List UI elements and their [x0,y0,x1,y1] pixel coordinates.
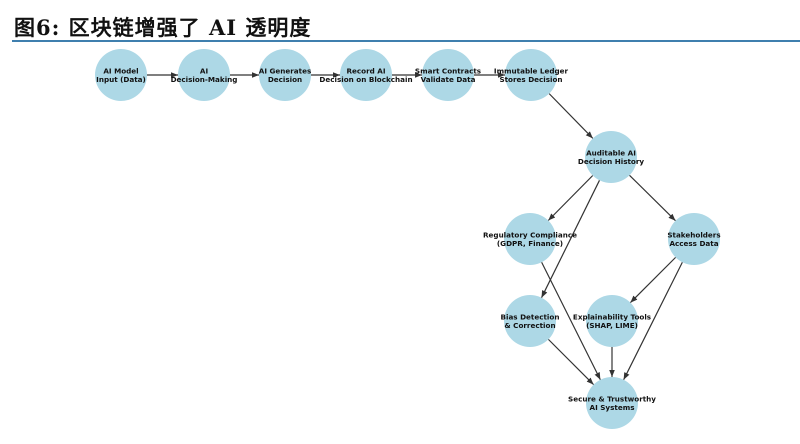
node-circle [586,295,638,347]
node-label: Decision on Blockchain [319,75,412,84]
edge-stakeholders-to-secure [623,261,683,381]
figure-title: 图6: 区块链增强了 AI 透明度 [14,15,312,40]
node-label: Bias Detection [501,312,560,321]
node-label: Regulatory Compliance [483,230,577,239]
node-label: Decision [268,75,302,84]
node-label: (GDPR, Finance) [497,239,563,248]
node-circle [504,295,556,347]
node-circle [668,213,720,265]
node-circle [504,213,556,265]
node-label: Immutable Ledger [494,66,569,75]
title-underline [12,40,800,42]
edge-auditable-to-bias [540,180,601,298]
node-label: AI [200,66,209,75]
node-circle [586,377,638,429]
node-label: Explainability Tools [573,312,651,321]
node-label: Secure & Trustworthy [568,394,656,403]
node-label: Stores Decision [499,75,562,84]
node-circle [259,49,311,101]
node-label: AI Systems [590,403,635,412]
node-label: (SHAP, LIME) [586,321,638,330]
node-bias: Bias Detection& Correction [501,295,560,347]
node-circle [505,49,557,101]
node-label: Auditable AI [586,148,636,157]
node-explainability: Explainability Tools(SHAP, LIME) [573,295,651,347]
edge-stakeholders-to-explainability [629,256,677,304]
node-label: Decision-Making [171,75,238,84]
node-circle [340,49,392,101]
node-circle [585,131,637,183]
node-regulatory: Regulatory Compliance(GDPR, Finance) [483,213,577,265]
node-label: Record AI [346,66,385,75]
node-label: & Correction [504,321,555,330]
node-label: AI Generates [259,66,312,75]
node-circle [178,49,230,101]
node-circle [95,49,147,101]
node-label: Validate Data [421,75,476,84]
edge-auditable-to-stakeholders [629,174,676,222]
node-label: Decision History [578,157,645,166]
node-label: Access Data [669,239,718,248]
edge-bias-to-secure [547,338,595,386]
node-label: Input (Data) [96,75,146,84]
edge-auditable-to-regulatory [547,175,594,221]
node-label: Stakeholders [667,230,720,239]
node-label: AI Model [103,66,138,75]
node-label: Smart Contracts [415,66,481,75]
node-circle [422,49,474,101]
edge-ledger-to-auditable [548,93,594,139]
edge-regulatory-to-secure [541,261,601,381]
